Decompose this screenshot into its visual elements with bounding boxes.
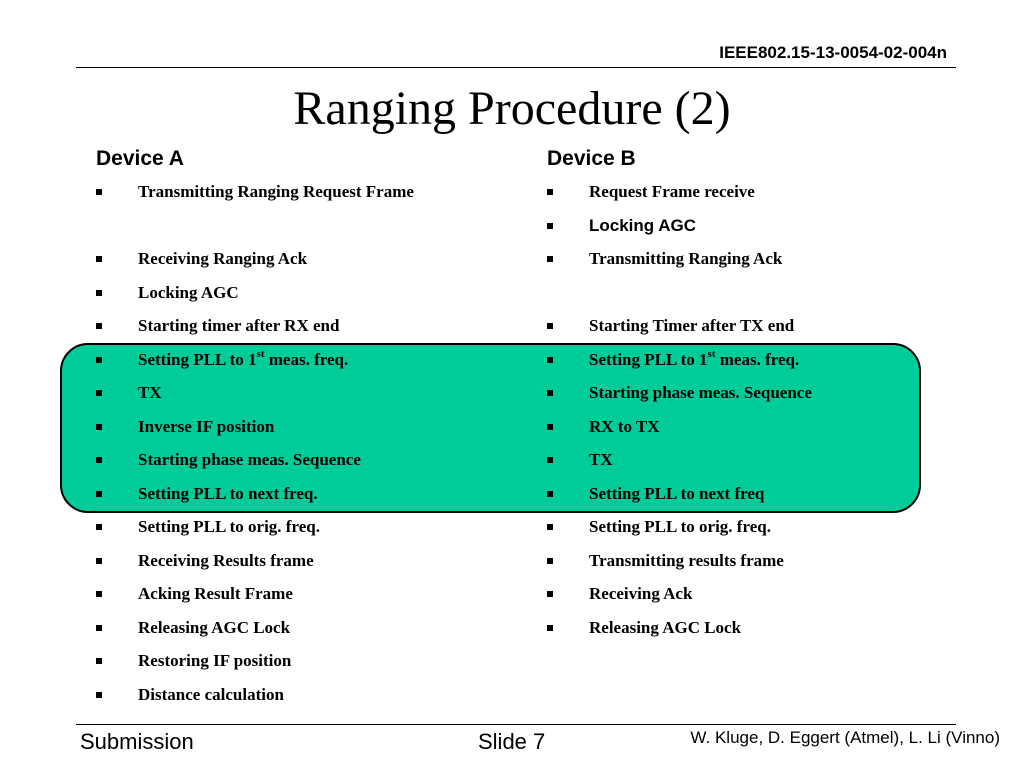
slide-number: Slide 7: [478, 729, 546, 754]
square-bullet-icon: [96, 524, 102, 530]
square-bullet-icon: [96, 189, 102, 195]
square-bullet-icon: [96, 356, 102, 363]
square-bullet-icon: [547, 222, 553, 229]
list-item: Starting Timer after TX end: [547, 311, 987, 345]
square-bullet-icon: [96, 457, 102, 463]
list-item: Releasing AGC Lock: [547, 613, 987, 647]
square-bullet-icon: [96, 256, 102, 262]
device-b-column: Device B Request Frame receive Locking A…: [547, 144, 987, 646]
square-bullet-icon: [547, 390, 553, 396]
list-item: Locking AGC: [547, 211, 987, 245]
square-bullet-icon: [96, 624, 102, 631]
square-bullet-icon: [547, 524, 553, 530]
document-id: IEEE802.15-13-0054-02-004n: [719, 43, 947, 62]
header-rule: [76, 67, 956, 68]
list-item: Setting PLL to 1st meas. freq.: [96, 345, 536, 379]
list-item: Acking Result Frame: [96, 579, 536, 613]
list-item: RX to TX: [547, 412, 987, 446]
list-item: Setting PLL to next freq: [547, 479, 987, 513]
square-bullet-icon: [547, 457, 553, 463]
list-item: Receiving Ack: [547, 579, 987, 613]
square-bullet-icon: [547, 490, 553, 497]
square-bullet-icon: [547, 189, 553, 195]
list-item: Inverse IF position: [96, 412, 536, 446]
square-bullet-icon: [547, 423, 553, 430]
list-item: Starting timer after RX end: [96, 311, 536, 345]
list-item: Transmitting results frame: [547, 546, 987, 580]
list-item: Restoring IF position: [96, 646, 536, 680]
device-a-list: Transmitting Ranging Request Frame Recei…: [96, 177, 536, 713]
list-item: Receiving Results frame: [96, 546, 536, 580]
square-bullet-icon: [96, 591, 102, 597]
list-item: TX: [96, 378, 536, 412]
square-bullet-icon: [96, 289, 102, 296]
list-item: TX: [547, 445, 987, 479]
highlight-box: [60, 343, 921, 513]
list-item: Setting PLL to orig. freq.: [547, 512, 987, 546]
list-item: Setting PLL to 1st meas. freq.: [547, 345, 987, 379]
square-bullet-icon: [547, 624, 553, 631]
list-item: Setting PLL to orig. freq.: [96, 512, 536, 546]
square-bullet-icon: [96, 323, 102, 329]
list-item: Request Frame receive: [547, 177, 987, 211]
list-item: Transmitting Ranging Ack: [547, 244, 987, 278]
list-item: Receiving Ranging Ack: [96, 244, 536, 278]
square-bullet-icon: [547, 356, 553, 363]
device-b-heading: Device B: [547, 147, 636, 170]
square-bullet-icon: [96, 490, 102, 497]
device-b-list: Request Frame receive Locking AGC Transm…: [547, 177, 987, 646]
footer-authors: W. Kluge, D. Eggert (Atmel), L. Li (Vinn…: [690, 728, 1000, 747]
device-a-column: Device A Transmitting Ranging Request Fr…: [96, 144, 536, 713]
device-a-heading: Device A: [96, 147, 184, 170]
square-bullet-icon: [96, 691, 102, 698]
list-spacer: [547, 278, 987, 312]
footer-submission: Submission: [80, 729, 194, 754]
list-item: Distance calculation: [96, 680, 536, 714]
square-bullet-icon: [547, 256, 553, 262]
list-item: Setting PLL to next freq.: [96, 479, 536, 513]
list-item: Starting phase meas. Sequence: [96, 445, 536, 479]
list-item: Transmitting Ranging Request Frame: [96, 177, 536, 211]
square-bullet-icon: [547, 323, 553, 329]
square-bullet-icon: [547, 591, 553, 597]
list-item: Releasing AGC Lock: [96, 613, 536, 647]
list-item: Locking AGC: [96, 278, 536, 312]
square-bullet-icon: [96, 390, 102, 396]
list-item: Starting phase meas. Sequence: [547, 378, 987, 412]
square-bullet-icon: [96, 557, 102, 564]
square-bullet-icon: [547, 557, 553, 564]
slide-title: Ranging Procedure (2): [293, 82, 731, 135]
list-spacer: [96, 211, 536, 245]
square-bullet-icon: [96, 658, 102, 664]
square-bullet-icon: [96, 423, 102, 430]
footer-rule: [76, 724, 956, 725]
